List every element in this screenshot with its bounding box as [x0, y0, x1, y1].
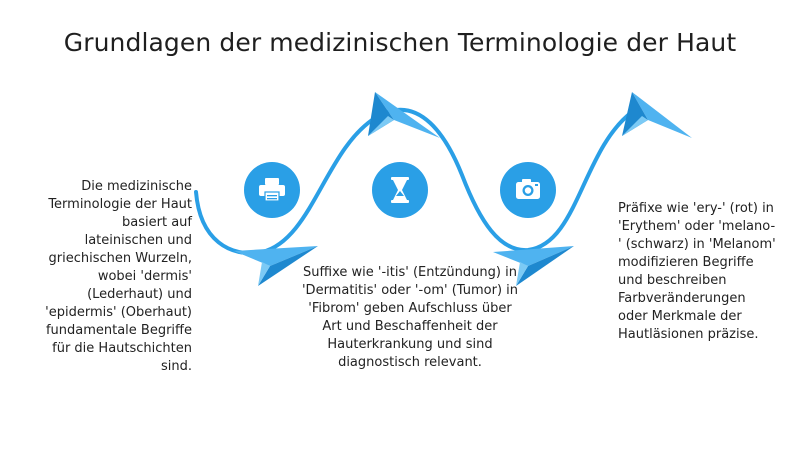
- step-1-badge: [244, 162, 300, 218]
- step-3-text: Präfixe wie 'ery-' (rot) in 'Erythem' od…: [618, 201, 776, 342]
- camera-icon: [516, 179, 540, 199]
- arrowhead-1: [234, 246, 318, 286]
- slide-title: Grundlagen der medizinischen Terminologi…: [63, 28, 737, 57]
- hourglass-icon: [391, 177, 409, 203]
- step-3-badge: [500, 162, 556, 218]
- arrowhead-2: [368, 92, 440, 138]
- arrowhead-4: [622, 92, 692, 138]
- arrowhead-3: [493, 246, 574, 286]
- step-1-text: Die medizinische Terminologie der Haut b…: [45, 179, 192, 374]
- printer-icon: [259, 178, 285, 202]
- step-2-badge: [372, 162, 428, 218]
- step-2-text: Suffixe wie '-itis' (Entzündung) in 'Der…: [301, 265, 519, 370]
